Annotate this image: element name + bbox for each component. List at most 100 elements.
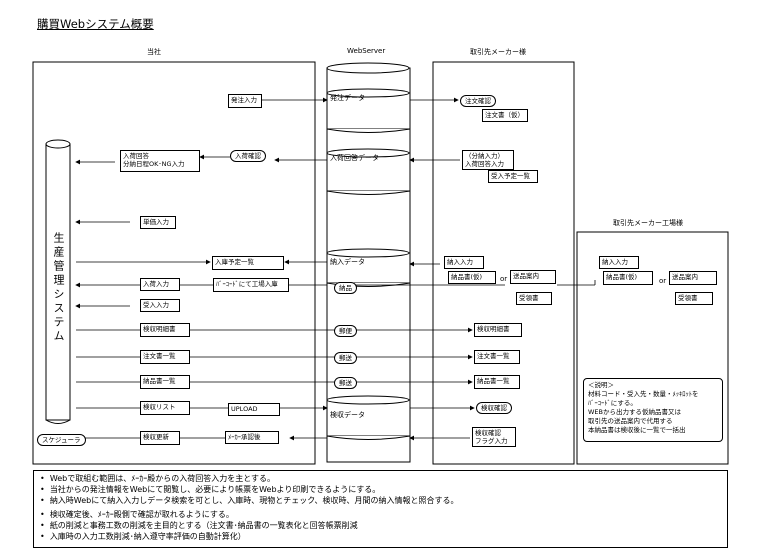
arrival-check-label: 入荷確認	[235, 152, 261, 160]
factory-or-label: or	[659, 277, 667, 285]
inspection-detail-label: 検収明細書	[143, 325, 176, 333]
note-text-1: Webで取組む範囲は、ﾒｰｶｰ殿からの入荷回答入力を主とする。	[49, 474, 276, 483]
maker-approval-label: ﾒｰｶｰ承認後	[228, 433, 261, 441]
note-item: • 検収確定後、ﾒｰｶｰ殿側で確認が取れるようにする。	[40, 510, 234, 519]
lane-header-server: WebServer	[347, 47, 386, 55]
delivery-data-label: 納入データ	[330, 258, 365, 266]
page-title: 購買Webシステム概要	[37, 17, 154, 31]
factory-shipping-notice-box: 送品案内	[669, 271, 717, 285]
factory-delivery-entry-label: 納入入力	[602, 258, 628, 266]
factory-receipt-box: 受領書	[675, 292, 713, 305]
acceptance-entry-box: 受入入力	[140, 299, 180, 312]
upload-label: UPLOAD	[231, 405, 258, 413]
memo-line3: WEBから出力する仮納品書又は	[588, 408, 681, 416]
goods-node: 納品	[334, 282, 357, 294]
memo-line1: 材料コード・受入先・数量・ﾒｯｷﾛｯﾄを	[588, 390, 699, 398]
inspection-update-box: 検収更新	[140, 431, 180, 445]
receiving-plan-label: 入庫予定一覧	[215, 258, 254, 266]
maker-delivery-note-box: 納品書(仮)	[448, 271, 496, 284]
maker-flag-line2: フラグ入力	[475, 437, 508, 445]
lane-header-company: 当社	[147, 48, 161, 56]
po-provisional-label: 注文書（仮）	[485, 111, 524, 119]
factory-receipt-label: 受領書	[678, 294, 698, 302]
po-provisional-box: 注文書（仮）	[482, 109, 528, 122]
maker-delivery-doc-label: 納品書一覧	[477, 377, 510, 385]
mail-node: 郵便	[334, 325, 357, 337]
factory-shipping-notice-label: 送品案内	[672, 273, 698, 281]
inspection-update-label: 検収更新	[143, 433, 169, 441]
server-cylinder-top	[326, 62, 410, 74]
maker-delivery-entry-box: 納入入力	[444, 256, 484, 269]
po-list-label: 注文書一覧	[143, 352, 176, 360]
factory-delivery-note-box: 納品書(仮)	[603, 271, 653, 285]
lane-factory-frame	[576, 231, 729, 465]
arrival-entry-box: 入荷入力	[140, 278, 180, 291]
partial-line1: （分納入力）	[465, 152, 504, 160]
delivery-list-box: 納品書一覧	[140, 375, 190, 389]
price-entry-box: 単価入力	[140, 216, 176, 229]
inspection-list-label: 検収リスト	[143, 403, 176, 411]
receive-plan-box: 受入予定一覧	[488, 170, 538, 183]
post-label-1: 郵送	[339, 354, 352, 362]
reply-line2: 分納日程OK･NG入力	[123, 160, 185, 168]
maker-po-doc-label: 注文書一覧	[477, 352, 510, 360]
memo-line2: ﾊﾞｰｺｰﾄﾞにする。	[588, 399, 637, 407]
lane-company-frame	[32, 61, 316, 465]
po-data-label: 発注データ	[330, 94, 365, 102]
note-item: • 当社からの発注情報をWebにて閲覧し、必要により帳票をWebより印刷できるよ…	[40, 485, 381, 494]
note-text-5: 紙の削減と事務工数の削減を主目的とする（注文書･納品書の一覧表化と回答帳票削減	[49, 521, 358, 530]
order-entry-box: 発注入力	[228, 94, 262, 108]
note-text-6: 入庫時の入力工数削減･納入遵守率評価の自動計算化）	[49, 532, 246, 541]
po-confirm-node: 注文確認	[460, 95, 496, 107]
maker-inspection-detail-box: 検収明細書	[474, 323, 522, 337]
order-entry-label: 発注入力	[231, 96, 257, 104]
maker-inspection-detail-label: 検収明細書	[477, 325, 510, 333]
price-entry-label: 単価入力	[143, 218, 169, 226]
scheduler-label: スケジューラ	[42, 436, 81, 444]
maker-delivery-doc-box: 納品書一覧	[474, 375, 520, 389]
system-drum	[45, 143, 71, 421]
receive-plan-label: 受入予定一覧	[491, 172, 530, 180]
inspection-detail-box: 検収明細書	[140, 323, 190, 337]
maker-shipping-notice-label: 送品案内	[513, 272, 539, 280]
system-label: 生産管理システム	[51, 232, 65, 348]
arrival-entry-label: 入荷入力	[143, 280, 169, 288]
system-label-text: 生産管理システム	[52, 232, 65, 344]
note-text-3: 納入時Webにて納入入力しデータ検索を可とし、入庫時、現物とチェック、検収時、月…	[49, 496, 459, 505]
mail-label: 郵便	[339, 327, 352, 335]
receiving-plan-box: 入庫予定一覧	[212, 256, 284, 270]
maker-inspection-confirm-node: 検収確認	[476, 402, 512, 414]
inspection-list-box: 検収リスト	[140, 401, 190, 415]
po-list-box: 注文書一覧	[140, 350, 190, 364]
note-item: • 紙の削減と事務工数の削減を主目的とする（注文書･納品書の一覧表化と回答帳票削…	[40, 521, 358, 530]
note-item: • 納入時Webにて納入入力しデータ検索を可とし、入庫時、現物とチェック、検収時…	[40, 496, 459, 505]
maker-flag-entry-box: 検収確認 フラグ入力	[472, 427, 516, 447]
maker-approval-box: ﾒｰｶｰ承認後	[225, 431, 279, 444]
goods-label: 納品	[339, 284, 352, 292]
maker-inspection-confirm-label: 検収確認	[481, 404, 507, 412]
lane-header-factory: 取引先メーカー工場様	[613, 219, 683, 227]
note-text-2: 当社からの発注情報をWebにて閲覧し、必要により帳票をWebより印刷できるように…	[49, 485, 381, 494]
post-node-2: 郵送	[334, 377, 357, 389]
note-text-4: 検収確定後、ﾒｰｶｰ殿側で確認が取れるようにする。	[49, 510, 234, 519]
memo-line5: 本納品書は検収後に一覧で一括出	[588, 426, 686, 434]
maker-delivery-note-label: 納品書(仮)	[451, 273, 483, 281]
partial-line2: 入荷回答入力	[465, 160, 504, 168]
po-confirm-label: 注文確認	[465, 97, 491, 105]
maker-or-label: or	[500, 275, 508, 283]
barcode-entry-box: ﾊﾞｰｺｰﾄﾞにて工場入庫	[213, 278, 289, 292]
lane-header-maker: 取引先メーカー様	[470, 48, 526, 56]
acceptance-entry-label: 受入入力	[143, 301, 169, 309]
maker-receipt-box: 受領書	[516, 292, 552, 305]
post-node-1: 郵送	[334, 352, 357, 364]
scheduler-node: スケジューラ	[37, 434, 86, 446]
maker-po-doc-box: 注文書一覧	[474, 350, 520, 364]
factory-delivery-note-label: 納品書(仮)	[606, 273, 638, 281]
upload-box: UPLOAD	[228, 403, 280, 416]
arrival-check-node: 入荷確認	[230, 150, 266, 162]
maker-flag-line1: 検収確認	[475, 429, 501, 437]
reply-data-label: 入荷回答データ	[330, 154, 379, 162]
notes-panel: • Webで取組む範囲は、ﾒｰｶｰ殿からの入荷回答入力を主とする。 • 当社から…	[33, 470, 728, 548]
note-item: • Webで取組む範囲は、ﾒｰｶｰ殿からの入荷回答入力を主とする。	[40, 474, 276, 483]
delivery-list-label: 納品書一覧	[143, 377, 176, 385]
